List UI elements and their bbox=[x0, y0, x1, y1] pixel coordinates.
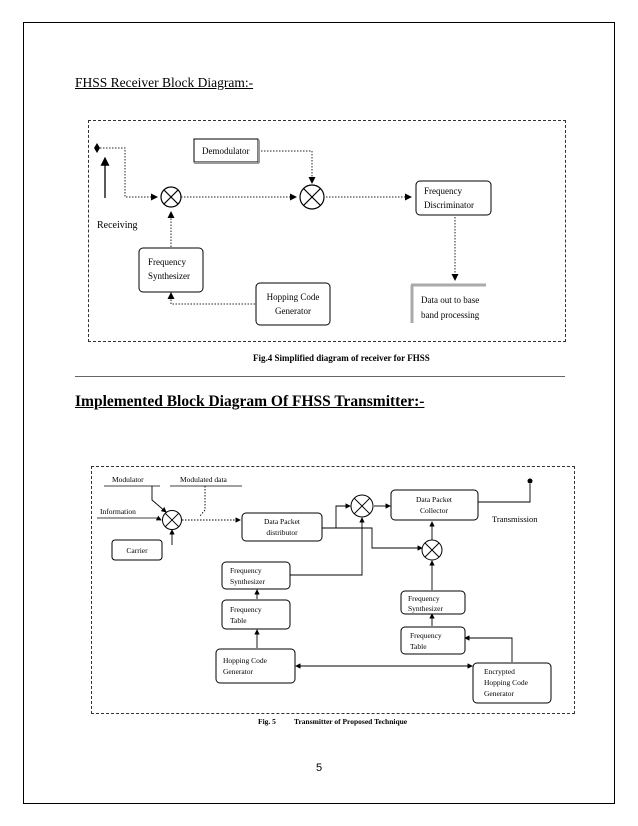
figure5-caption-number: Fig. 5 bbox=[258, 717, 276, 726]
frequency-synthesizer-block: Frequency Synthesizer bbox=[138, 247, 204, 293]
encrypted-hop-to-table-line bbox=[464, 635, 513, 662]
carrier-block: Carrier bbox=[111, 539, 163, 561]
information-label: Information bbox=[100, 507, 136, 516]
page-border bbox=[23, 22, 615, 804]
modulator-to-mixer-line bbox=[151, 486, 167, 513]
data-out-block: Data out to base band processing bbox=[410, 283, 486, 323]
data-packet-distributor-block: Data Packet distributor bbox=[241, 512, 323, 542]
receiving-label: Receiving bbox=[97, 220, 138, 231]
left-hop-label-line2: Generator bbox=[223, 667, 253, 676]
left-table-label-line2: Table bbox=[230, 616, 247, 625]
data-out-label-line2: band processing bbox=[421, 310, 480, 320]
transmitter-heading: Implemented Block Diagram Of FHSS Transm… bbox=[75, 393, 425, 410]
encrypted-hopping-code-generator-block: Encrypted Hopping Code Generator bbox=[472, 662, 552, 704]
modulator-label: Modulator bbox=[112, 475, 144, 484]
left-synth-to-top-mixer-line bbox=[290, 517, 365, 576]
encrypted-hop-label-line3: Generator bbox=[484, 689, 514, 698]
synthesizer-label-line2: Synthesizer bbox=[148, 271, 190, 281]
modulated-data-label: Modulated data bbox=[180, 475, 228, 484]
right-table-label-line1: Frequency bbox=[410, 631, 442, 640]
mixer-2-icon bbox=[299, 184, 325, 210]
demodulator-to-mixer2-line bbox=[258, 150, 316, 184]
section-divider bbox=[75, 376, 565, 377]
page-number: 5 bbox=[315, 762, 323, 774]
figure4-frame bbox=[88, 120, 566, 342]
encrypted-hop-label-line2: Hopping Code bbox=[484, 678, 529, 687]
data-packet-collector-block: Data Packet Collector bbox=[390, 489, 479, 521]
information-to-mixer-line bbox=[155, 515, 162, 521]
figure4-caption: Fig.4 Simplified diagram of receiver for… bbox=[253, 353, 430, 363]
right-frequency-synthesizer-block: Frequency Synthesizer bbox=[400, 590, 466, 615]
left-hopping-code-generator-block: Hopping Code Generator bbox=[215, 648, 296, 684]
right-synth-label-line1: Frequency bbox=[408, 594, 440, 603]
figure5-caption-text: Transmitter of Proposed Technique bbox=[294, 717, 408, 726]
transmit-antenna-icon bbox=[527, 478, 533, 484]
left-table-label-line1: Frequency bbox=[230, 605, 262, 614]
discriminator-label-line2: Discriminator bbox=[424, 200, 474, 210]
receiver-antenna-icon bbox=[94, 143, 100, 153]
demodulator-label: Demodulator bbox=[202, 146, 250, 156]
antenna-to-mixer1-line bbox=[100, 147, 158, 201]
carrier-label: Carrier bbox=[126, 546, 148, 555]
left-synth-label-line1: Frequency bbox=[230, 566, 262, 575]
collector-label-line2: Collector bbox=[420, 506, 448, 515]
collector-to-antenna-line bbox=[478, 484, 531, 503]
figure5-frame bbox=[91, 466, 575, 714]
encrypted-hop-label-line1: Encrypted bbox=[484, 667, 515, 676]
mixer-1-icon bbox=[160, 186, 182, 208]
left-frequency-table-block: Frequency Table bbox=[221, 599, 291, 630]
distributor-label-line1: Data Packet bbox=[264, 517, 301, 526]
right-table-label-line2: Table bbox=[410, 642, 427, 651]
right-frequency-table-block: Frequency Table bbox=[400, 626, 466, 655]
distributor-to-bottom-mixer-line bbox=[336, 527, 423, 551]
receiver-heading: FHSS Receiver Block Diagram:- bbox=[75, 75, 254, 90]
distributor-label-line2: distributor bbox=[266, 528, 298, 537]
modulated-data-to-distributor-line bbox=[199, 486, 206, 517]
hopping-label-line2: Generator bbox=[275, 306, 311, 316]
hopping-to-synth-line bbox=[167, 292, 255, 305]
distributor-to-top-mixer-line bbox=[322, 503, 351, 529]
right-synth-label-line2: Synthesizer bbox=[408, 604, 443, 613]
discriminator-label-line1: Frequency bbox=[424, 186, 462, 196]
hopping-label-line1: Hopping Code bbox=[267, 292, 320, 302]
left-frequency-synthesizer-block: Frequency Synthesizer bbox=[221, 561, 291, 590]
frequency-discriminator-block: Frequency Discriminator bbox=[415, 180, 492, 216]
bottom-mixer-icon bbox=[421, 539, 443, 561]
synthesizer-label-line1: Frequency bbox=[148, 257, 186, 267]
demodulator-block: Demodulator bbox=[193, 138, 260, 164]
left-synth-label-line2: Synthesizer bbox=[230, 577, 265, 586]
transmission-label: Transmission bbox=[492, 514, 538, 524]
collector-label-line1: Data Packet bbox=[416, 495, 453, 504]
left-hop-label-line1: Hopping Code bbox=[223, 656, 268, 665]
input-mixer-icon bbox=[162, 510, 182, 530]
top-mixer-icon bbox=[350, 494, 374, 518]
data-out-label-line1: Data out to base bbox=[421, 295, 479, 305]
hopping-code-generator-block: Hopping Code Generator bbox=[255, 282, 331, 326]
